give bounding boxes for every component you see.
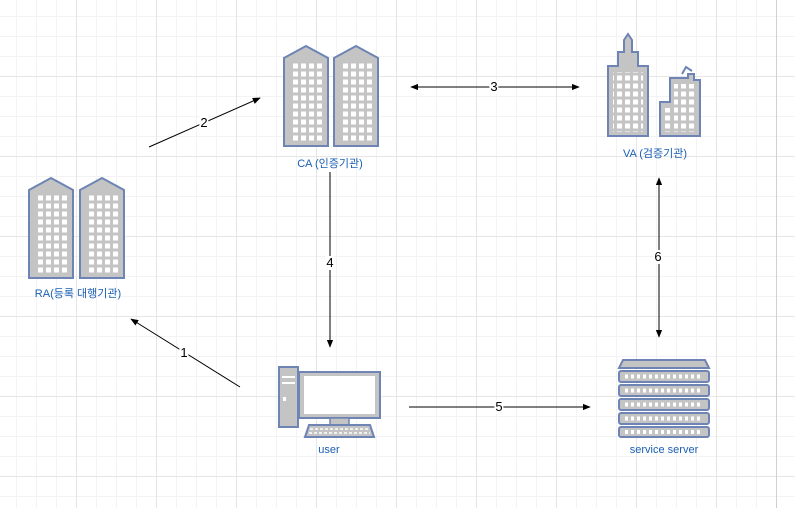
edge-label-6: 6 bbox=[653, 249, 663, 264]
server-rack-icon[interactable] bbox=[617, 359, 711, 438]
ra-label: RA(등록 대행기관) bbox=[34, 288, 122, 300]
desktop-computer-icon[interactable] bbox=[278, 366, 381, 438]
canvas-right-edge bbox=[776, 0, 795, 508]
edge-label-4: 4 bbox=[325, 255, 335, 270]
edge-label-5: 5 bbox=[494, 399, 504, 414]
edge-label-3: 3 bbox=[489, 79, 499, 94]
edge-label-2: 2 bbox=[199, 115, 209, 130]
va-label: VA (검증기관) bbox=[622, 148, 688, 160]
edge-label-1: 1 bbox=[179, 345, 189, 360]
office-buildings-icon[interactable] bbox=[283, 45, 379, 147]
user-label: user bbox=[318, 444, 340, 456]
ca-label: CA (인증기관) bbox=[297, 158, 363, 170]
server-label: service server bbox=[629, 444, 699, 456]
office-buildings-icon[interactable] bbox=[28, 177, 125, 279]
city-skyscraper-icon[interactable] bbox=[607, 32, 701, 137]
